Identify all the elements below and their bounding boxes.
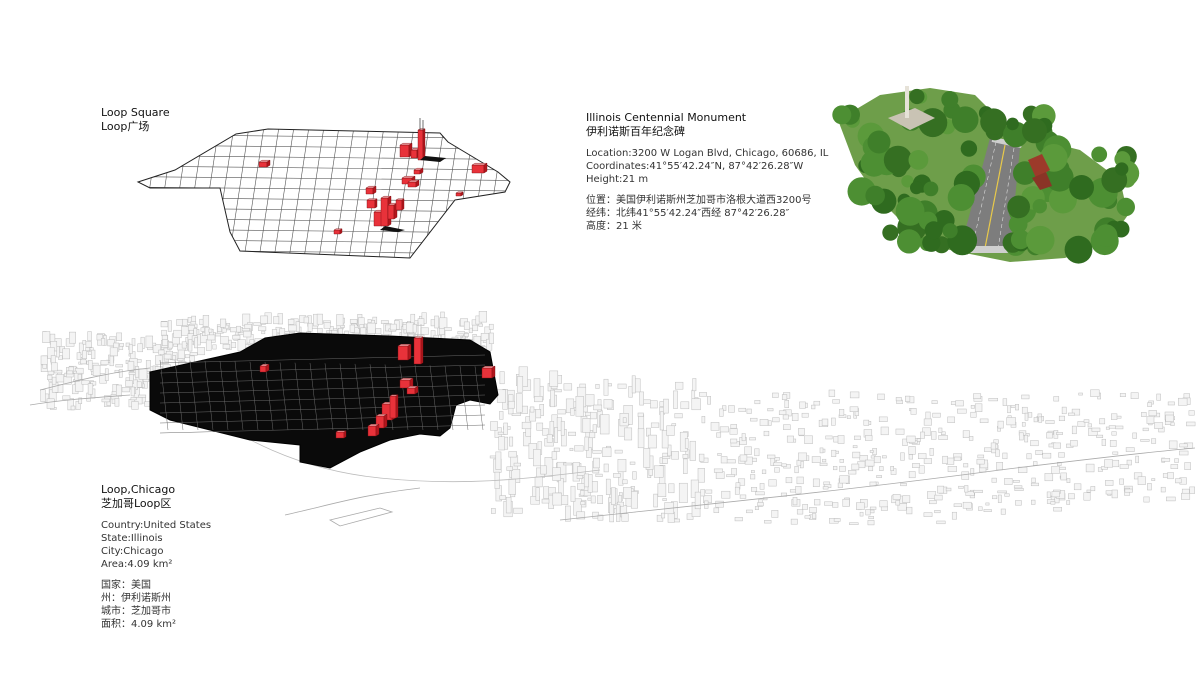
red-block [387, 202, 398, 220]
loop-chicago-title: Loop,Chicago [101, 483, 176, 496]
monument-location-zh: 位置：美国伊利诺斯州芝加哥市洛根大道西3200号 [586, 195, 812, 206]
loop-chicago-title-zh: 芝加哥Loop区 [101, 497, 172, 510]
loop-square-title: Loop Square [101, 106, 170, 119]
red-block [395, 198, 405, 211]
loop-square-title-zh: Loop广场 [101, 120, 150, 133]
loop-country-zh: 国家：美国 [101, 580, 151, 591]
monument-title-zh: 伊利诺斯百年纪念碑 [586, 125, 685, 138]
red-block [406, 385, 419, 395]
loop-country: Country:United States [101, 520, 212, 531]
red-block [407, 179, 420, 188]
loop-chicago-label: Loop,Chicago 芝加哥Loop区 Country:United Sta… [101, 483, 211, 631]
red-block [259, 363, 270, 373]
loop-area: Area:4.09 km² [101, 559, 173, 570]
loop-state: State:Illinois [101, 533, 163, 544]
red-block [366, 198, 378, 209]
red-block [455, 191, 464, 197]
red-block [389, 394, 399, 419]
red-block [413, 167, 424, 175]
red-block [367, 423, 380, 437]
red-block [471, 162, 488, 174]
road-surface [960, 138, 1020, 250]
red-block [399, 142, 413, 158]
loop-city-zh: 城市：芝加哥市 [101, 606, 171, 617]
loop-area-zh: 面积：4.09 km² [101, 619, 176, 630]
loop-building-lines [159, 354, 486, 434]
crosswalk [960, 246, 1012, 253]
tree-canopy [832, 88, 1140, 264]
loop-city: City:Chicago [101, 546, 164, 557]
loop-state-zh: 州：伊利诺斯州 [101, 593, 171, 604]
red-building-blocks [258, 118, 488, 235]
red-building-blocks-3d [259, 322, 496, 439]
road-lane-line [997, 147, 1015, 250]
monument-title: Illinois Centennial Monument [586, 111, 747, 124]
monument-coordinates: Coordinates:41°55′42.24″N, 87°42′26.28″W [586, 161, 804, 172]
monument-coordinates-zh: 经纬：北纬41°55′42.24″西经 87°42′26.28″ [586, 208, 790, 219]
monument-plaza [888, 108, 935, 130]
monument-location: Location:3200 W Logan Blvd, Chicago, 606… [586, 148, 829, 159]
monument-height: Height:21 m [586, 174, 649, 185]
loop-square-outline [136, 128, 511, 259]
monument-column [905, 86, 909, 118]
red-block [258, 159, 271, 168]
red-block [399, 377, 414, 389]
church-roof [1028, 154, 1050, 178]
loop-square-label: Loop Square Loop广场 [101, 106, 170, 134]
tower-shadow [380, 226, 405, 232]
red-block [481, 365, 496, 379]
tower-shadow [420, 156, 446, 162]
highway-outline [559, 447, 1196, 521]
red-block [335, 430, 347, 439]
church-roof [1032, 172, 1052, 190]
monument-height-zh: 高度：21 米 [586, 221, 642, 232]
road-center-line [984, 144, 1006, 249]
red-block [413, 336, 424, 365]
red-block [333, 228, 343, 235]
red-block [397, 343, 412, 361]
red-block [417, 128, 426, 161]
lakeshore-outline [29, 367, 421, 527]
monument-info-label: Illinois Centennial Monument 伊利诺斯百年纪念碑 L… [586, 111, 828, 233]
red-block [365, 185, 377, 195]
